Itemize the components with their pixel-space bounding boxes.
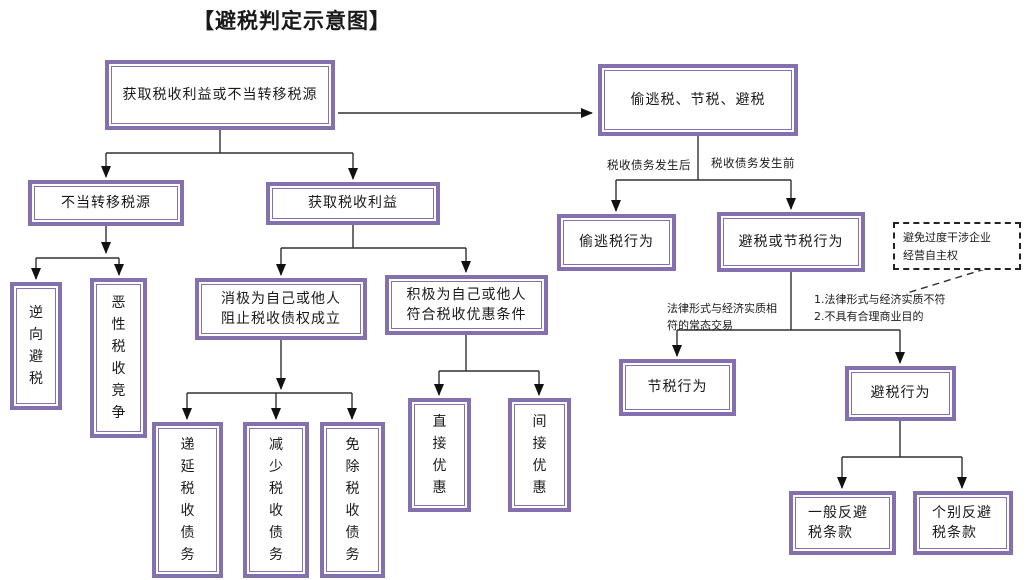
node-label: 个别反避 税条款 bbox=[919, 497, 1007, 549]
node-avoid-or-save-behavior: 避税或节税行为 bbox=[717, 212, 865, 272]
node-label: 不当转移税源 bbox=[34, 186, 178, 220]
node-direct-incentive: 直接优惠 bbox=[408, 398, 471, 512]
node-label: 恶性税收竞争 bbox=[96, 284, 141, 432]
node-indirect-incentive: 间接优惠 bbox=[508, 398, 571, 512]
label-normal-trade: 法律形式与经济实质相 符的常态交易 bbox=[667, 302, 777, 333]
node-label: 减少税收债务 bbox=[249, 428, 303, 572]
label-after-tax-debt: 税收债务发生后 bbox=[607, 158, 691, 172]
node-label: 获取税收利益或不当转移税源 bbox=[111, 66, 329, 124]
node-tax-saving-behavior: 节税行为 bbox=[619, 359, 736, 416]
node-label: 偷逃税行为 bbox=[563, 220, 670, 265]
node-harmful-tax-competition: 恶性税收竞争 bbox=[90, 278, 147, 438]
node-gain-or-transfer: 获取税收利益或不当转移税源 bbox=[105, 60, 335, 130]
node-gain-benefit: 获取税收利益 bbox=[266, 182, 440, 225]
node-label: 避税或节税行为 bbox=[723, 218, 859, 266]
node-passive-prevent-claim: 消极为自己或他人 阻止税收债权成立 bbox=[195, 278, 367, 340]
node-tax-avoidance-behavior: 避税行为 bbox=[845, 366, 956, 421]
node-label: 避税行为 bbox=[851, 372, 950, 415]
node-label: 递延税收债务 bbox=[158, 428, 217, 572]
node-evasion-behavior: 偷逃税行为 bbox=[557, 214, 676, 271]
node-improper-transfer: 不当转移税源 bbox=[28, 180, 184, 226]
node-label: 获取税收利益 bbox=[272, 188, 434, 219]
label-avoidance-conditions: 1.法律形式与经济实质不符 2.不具有合理商业目的 bbox=[814, 293, 946, 324]
node-label: 间接优惠 bbox=[514, 404, 565, 506]
node-label: 积极为自己或他人 符合税收优惠条件 bbox=[391, 281, 542, 329]
node-label: 免除税收债务 bbox=[326, 428, 379, 572]
node-reverse-avoidance: 逆向避税 bbox=[10, 282, 62, 410]
node-defer-tax-debt: 递延税收债务 bbox=[152, 422, 223, 578]
label-before-tax-debt: 税收债务发生前 bbox=[711, 156, 795, 170]
note-no-excess-interference: 避免过度干涉企业 经营自主权 bbox=[893, 222, 1021, 270]
node-label: 偷逃税、节税、避税 bbox=[604, 70, 792, 130]
node-general-anti-avoidance-rule: 一般反避 税条款 bbox=[789, 491, 896, 555]
node-evade-save-avoid: 偷逃税、节税、避税 bbox=[598, 64, 798, 136]
node-label: 消极为自己或他人 阻止税收债权成立 bbox=[201, 284, 361, 334]
node-reduce-tax-debt: 减少税收债务 bbox=[243, 422, 309, 578]
node-label: 直接优惠 bbox=[414, 404, 465, 506]
node-active-meet-incentive: 积极为自己或他人 符合税收优惠条件 bbox=[385, 275, 548, 335]
node-label: 节税行为 bbox=[625, 365, 730, 410]
node-label: 逆向避税 bbox=[16, 288, 56, 404]
node-label: 一般反避 税条款 bbox=[795, 497, 890, 549]
diagram-title: 【避税判定示意图】 bbox=[193, 9, 391, 33]
node-exempt-tax-debt: 免除税收债务 bbox=[320, 422, 385, 578]
node-specific-anti-avoidance-rule: 个别反避 税条款 bbox=[913, 491, 1013, 555]
